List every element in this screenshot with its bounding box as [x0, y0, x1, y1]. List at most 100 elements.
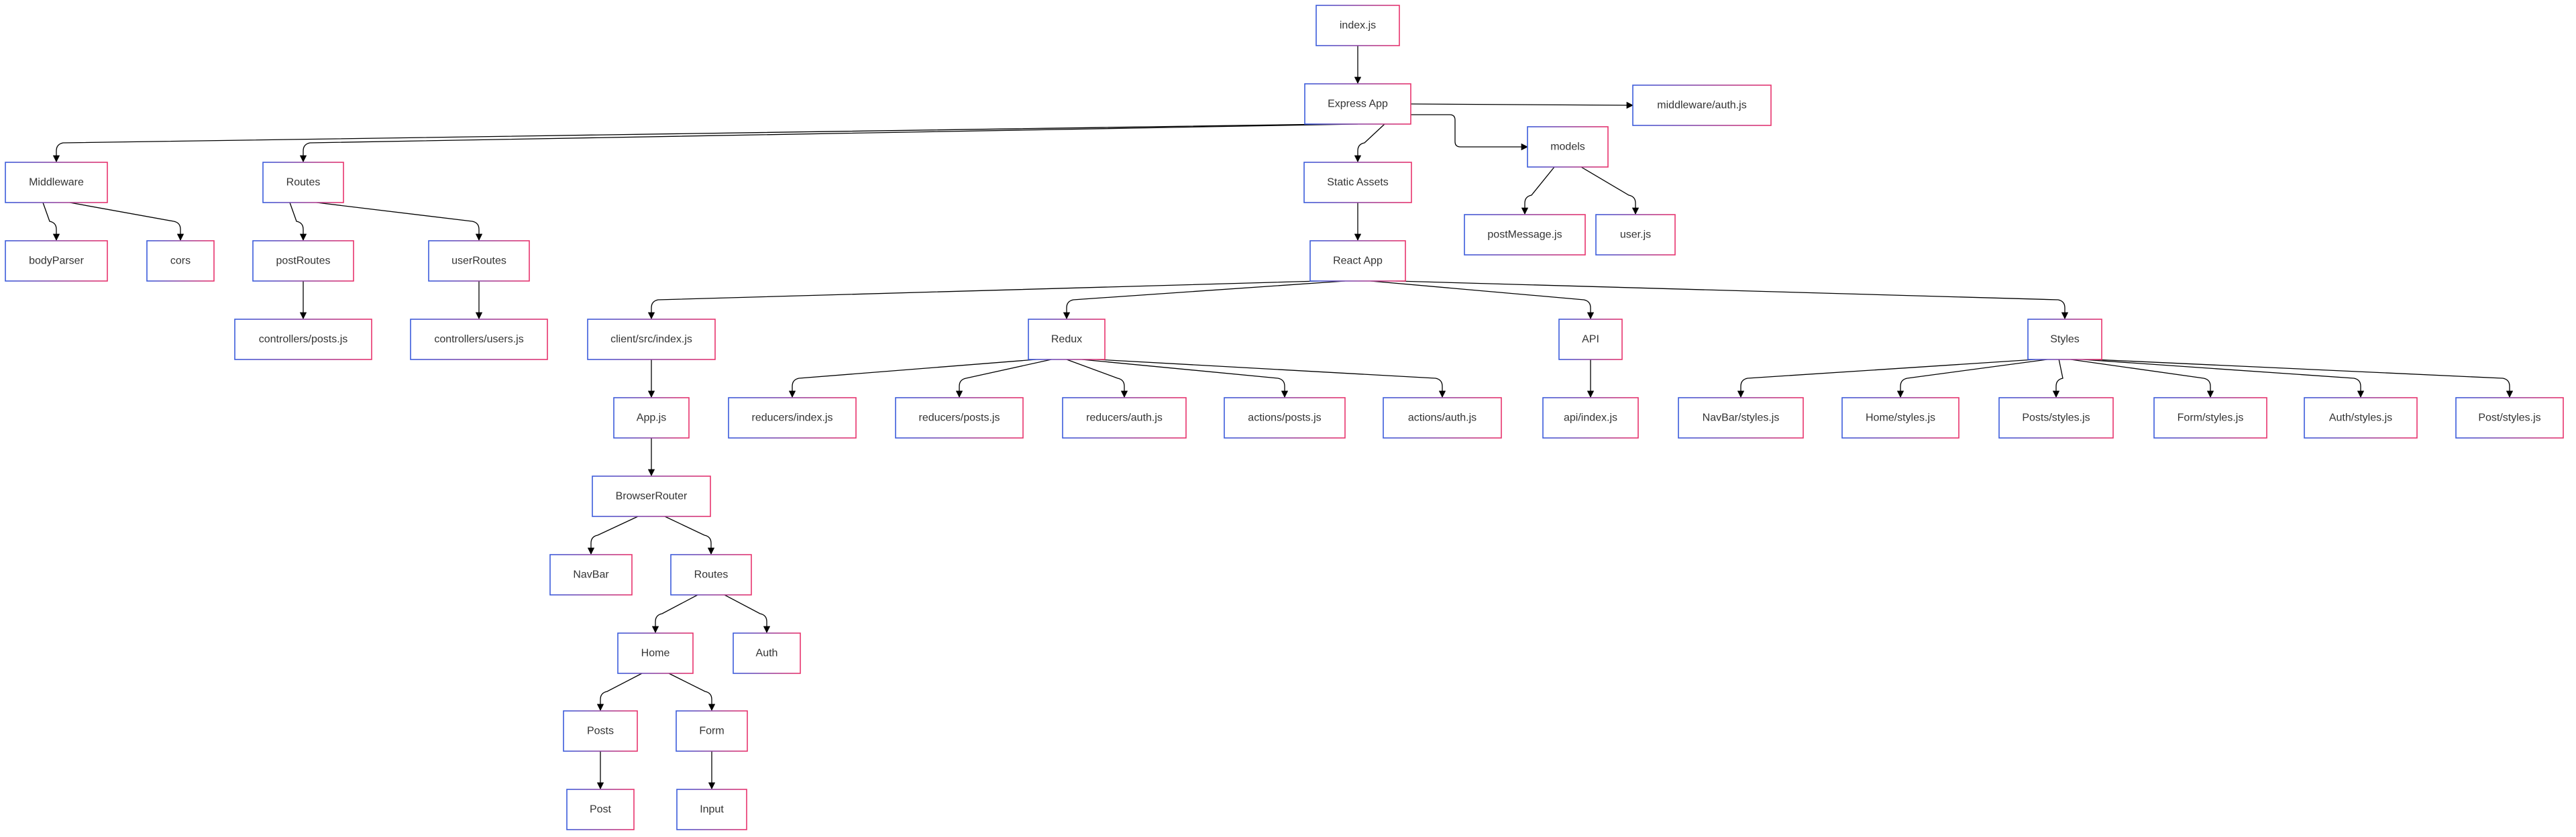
node-express: Express App: [1304, 83, 1411, 125]
node-box: [592, 476, 711, 517]
node-box: [1542, 397, 1639, 439]
node-label: Home: [641, 648, 670, 659]
node-bodyParser: bodyParser: [5, 240, 108, 282]
node-home: Home: [617, 632, 694, 674]
edge-react-to-api: [1370, 280, 1595, 320]
node-label: Posts: [587, 726, 614, 737]
node-label: Styles: [2050, 334, 2080, 345]
node-label: actions/auth.js: [1408, 412, 1477, 424]
node-box: [563, 710, 638, 752]
node-label: bodyParser: [29, 256, 84, 267]
node-label: postRoutes: [276, 256, 331, 267]
edge-redux-to-redPosts: [955, 359, 1052, 398]
edge-home-to-posts: [596, 673, 643, 712]
node-auth: Auth: [733, 632, 801, 674]
node-box: [2153, 397, 2267, 439]
node-postMessage: postMessage.js: [1464, 214, 1586, 256]
node-navbar: NavBar: [549, 554, 633, 596]
node-userRoutes: userRoutes: [428, 240, 530, 282]
node-box: [1464, 214, 1586, 256]
node-label: middleware/auth.js: [1657, 100, 1746, 111]
node-label: Express App: [1328, 99, 1388, 110]
node-styles: Styles: [2027, 319, 2102, 360]
node-box: [1028, 319, 1106, 360]
node-redPosts: reducers/posts.js: [895, 397, 1024, 439]
node-cors: cors: [146, 240, 215, 282]
node-models: models: [1527, 126, 1609, 168]
node-formStyles: Form/styles.js: [2153, 397, 2267, 439]
node-label: postMessage.js: [1487, 229, 1562, 241]
node-userjs: user.js: [1595, 214, 1676, 256]
node-routes: Routes: [262, 162, 344, 203]
node-label: controllers/users.js: [434, 334, 523, 345]
node-input: Input: [676, 789, 747, 830]
node-label: models: [1550, 142, 1585, 153]
node-label: reducers/posts.js: [919, 412, 1000, 424]
node-authStyles: Auth/styles.js: [2304, 397, 2418, 439]
node-postStyles: Post/styles.js: [2455, 397, 2564, 439]
node-ctrlUsers: controllers/users.js: [410, 319, 548, 360]
node-box: [2455, 397, 2564, 439]
node-label: API: [1582, 334, 1599, 345]
node-box: [1678, 397, 1804, 439]
edge-express-to-models: [1411, 114, 1529, 151]
node-label: React App: [1333, 256, 1383, 267]
node-label: cors: [170, 256, 191, 267]
node-label: client/src/index.js: [610, 334, 692, 345]
node-routes2: Routes: [670, 554, 752, 596]
node-form: Form: [676, 710, 748, 752]
node-label: api/index.js: [1564, 412, 1617, 424]
node-box: [566, 789, 635, 830]
node-label: reducers/auth.js: [1086, 412, 1163, 424]
node-postsStyles: Posts/styles.js: [1998, 397, 2114, 439]
edge-middleware-to-cors: [69, 202, 184, 241]
node-box: [5, 162, 108, 203]
node-box: [1841, 397, 1960, 439]
node-box: [1062, 397, 1187, 439]
node-label: Form: [699, 726, 724, 737]
node-box: [613, 397, 690, 439]
node-label: Redux: [1051, 334, 1082, 345]
edge-styles-to-authStyles: [2082, 359, 2365, 398]
node-label: Post: [590, 804, 612, 816]
edge-models-to-userjs: [1580, 166, 1640, 215]
node-label: controllers/posts.js: [259, 334, 348, 345]
node-box: [428, 240, 530, 282]
node-box: [617, 632, 694, 674]
edge-redux-to-redIndex: [788, 359, 1036, 398]
edge-redux-to-actAuth: [1097, 359, 1446, 398]
node-redux: Redux: [1028, 319, 1106, 360]
node-box: [262, 162, 344, 203]
node-label: App.js: [637, 412, 666, 424]
node-box: [1632, 85, 1772, 126]
node-label: Routes: [694, 569, 729, 581]
node-box: [2304, 397, 2418, 439]
node-static: Static Assets: [1303, 162, 1412, 203]
edge-routes2-to-auth: [724, 594, 771, 634]
node-box: [670, 554, 752, 596]
node-box: [733, 632, 801, 674]
node-api: API: [1558, 319, 1623, 360]
node-navStyles: NavBar/styles.js: [1678, 397, 1804, 439]
node-appjs: App.js: [613, 397, 690, 439]
edge-express-to-static: [1354, 123, 1385, 163]
edge-redux-to-actPosts: [1081, 359, 1289, 398]
node-middleware: Middleware: [5, 162, 108, 203]
node-mwauth: middleware/auth.js: [1632, 85, 1772, 126]
node-index: index.js: [1316, 5, 1400, 46]
node-box: [252, 240, 354, 282]
node-box: [2027, 319, 2102, 360]
node-apiIndex: api/index.js: [1542, 397, 1639, 439]
node-label: userRoutes: [451, 256, 506, 267]
node-clientIndex: client/src/index.js: [587, 319, 716, 360]
node-redIndex: reducers/index.js: [728, 397, 857, 439]
node-box: [146, 240, 215, 282]
node-label: Static Assets: [1327, 177, 1389, 188]
node-box: [1383, 397, 1502, 439]
node-browserRouter: BrowserRouter: [592, 476, 711, 517]
node-label: Form/styles.js: [2178, 412, 2244, 424]
node-label: BrowserRouter: [616, 491, 688, 502]
node-box: [5, 240, 108, 282]
node-label: reducers/index.js: [752, 412, 833, 424]
node-box: [410, 319, 548, 360]
